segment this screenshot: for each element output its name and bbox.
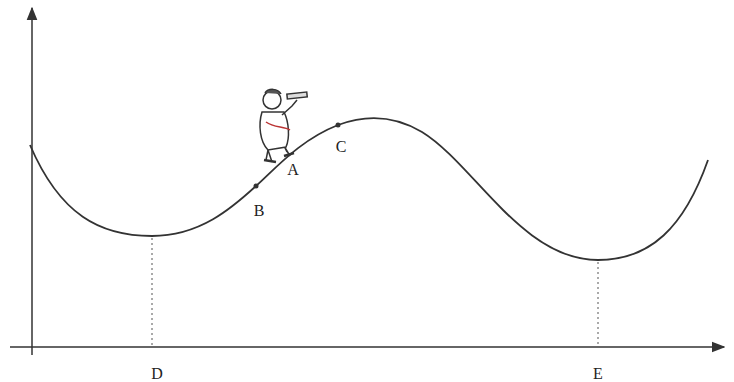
point xyxy=(336,123,341,128)
point-label: A xyxy=(287,162,299,178)
point-label: B xyxy=(254,203,265,219)
x-axis xyxy=(10,346,724,348)
y-axis xyxy=(31,8,33,355)
point-label: E xyxy=(593,366,603,382)
point-label: D xyxy=(151,366,163,382)
point-label: C xyxy=(336,139,347,155)
hill-curve xyxy=(30,118,708,260)
drop-line xyxy=(152,238,153,346)
drop-line xyxy=(598,262,599,346)
hiker-figure xyxy=(260,89,307,162)
point xyxy=(254,184,259,189)
